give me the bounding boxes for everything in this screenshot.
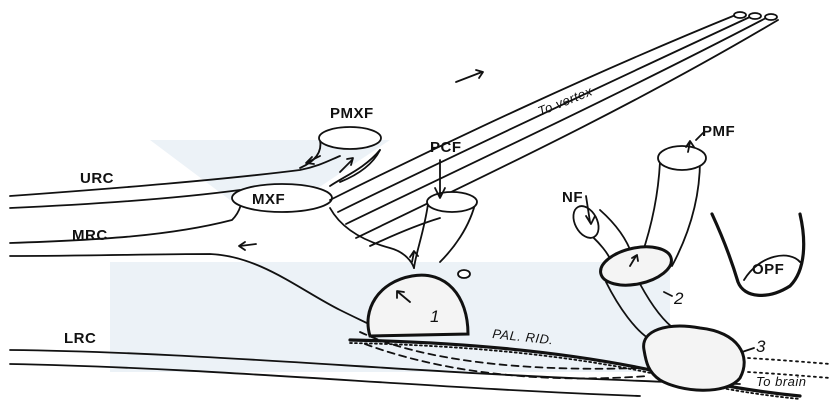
label-lrc: LRC xyxy=(64,330,96,347)
label-nf: NF xyxy=(562,189,583,206)
upper-root-canal xyxy=(9,155,341,209)
label-number-3: 3 xyxy=(756,337,766,356)
opf-foramen xyxy=(710,212,806,297)
label-mxf: MXF xyxy=(252,191,285,208)
label-number-1: 1 xyxy=(430,307,439,326)
pcf-canal xyxy=(413,191,478,269)
foramen-2 xyxy=(599,245,677,339)
label-urc: URC xyxy=(80,170,114,187)
pmxf-canal xyxy=(299,126,382,183)
diagram-labels: PMXF MXF PCF PMF NF OPF URC MRC LRC To v… xyxy=(64,83,807,389)
label-to-brain: To brain xyxy=(756,374,807,389)
vertex-canals xyxy=(329,11,779,247)
label-number-2: 2 xyxy=(673,289,684,308)
pmf-canal xyxy=(639,145,707,267)
palatal-ridge xyxy=(348,338,802,400)
foramen-3 xyxy=(642,324,831,392)
direction-arrows xyxy=(238,69,705,303)
label-pcf: PCF xyxy=(430,139,462,156)
label-mrc: MRC xyxy=(72,227,108,244)
label-pmxf: PMXF xyxy=(330,105,374,122)
label-opf: OPF xyxy=(752,261,784,278)
label-pal-rid: PAL. RID. xyxy=(492,326,555,347)
watermark xyxy=(110,140,670,372)
label-pmf: PMF xyxy=(702,123,735,140)
foramen-1 xyxy=(366,269,471,338)
